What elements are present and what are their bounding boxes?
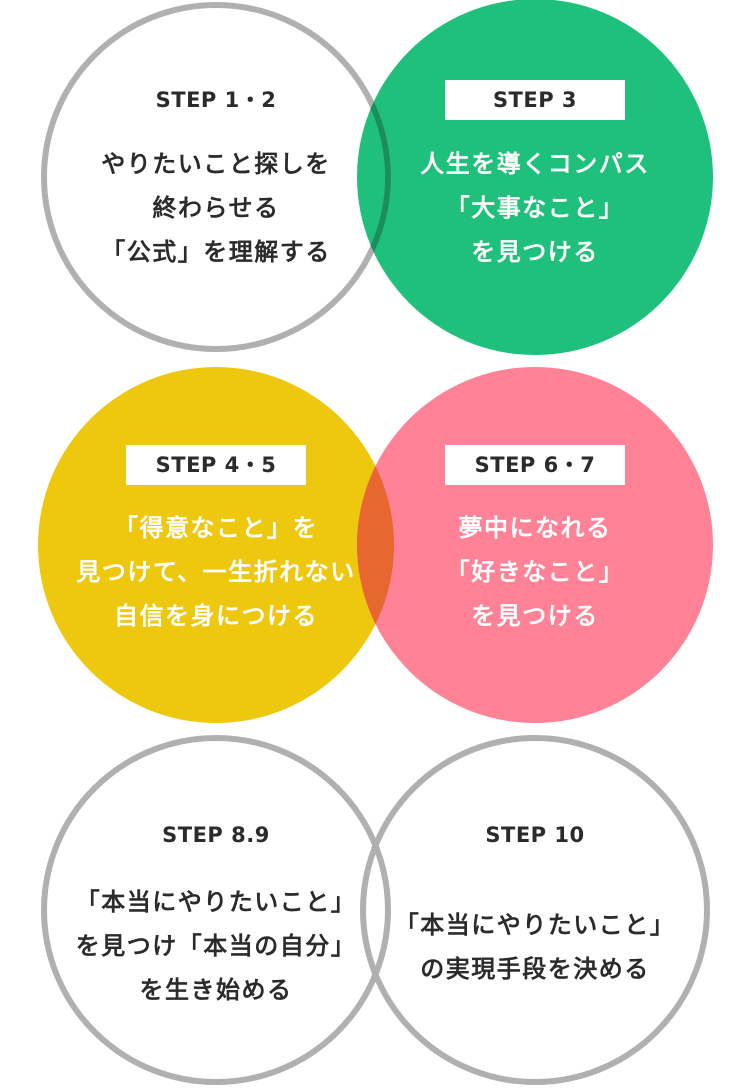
step-3-label: STEP 3 <box>445 80 625 120</box>
step-10-label: STEP 10 <box>485 823 585 847</box>
step-8-9-line-3: を生き始める <box>139 976 293 1004</box>
step-3-line-2: 「大事なこと」 <box>445 194 625 222</box>
step-1-2-description: やりたいこと探しを 終わらせる 「公式」を理解する <box>51 142 381 274</box>
step-8-9-line-2: を見つけ「本当の自分」 <box>75 932 357 960</box>
step-10-line-1: 「本当にやりたいこと」 <box>394 911 676 939</box>
step-10-line-2: の実現手段を決める <box>420 955 650 983</box>
step-8-9-ring <box>41 735 391 1085</box>
step-1-2-label: STEP 1・2 <box>155 88 277 112</box>
step-6-7-line-1: 夢中になれる <box>458 514 612 542</box>
step-8-9-line-1: 「本当にやりたいこと」 <box>75 888 357 916</box>
step-3-description: 人生を導くコンパス 「大事なこと」 を見つける <box>370 142 700 274</box>
step-4-5-description: 「得意なこと」を 見つけて、一生折れない 自信を身につける <box>51 506 381 638</box>
step-1-2-ring-overlap <box>357 2 391 352</box>
step-1-2-line-1: やりたいこと探しを <box>101 150 331 178</box>
step-4-5-line-2: 見つけて、一生折れない <box>76 558 356 586</box>
step-10-description: 「本当にやりたいこと」 の実現手段を決める <box>370 903 700 991</box>
step-8-9-label: STEP 8.9 <box>162 823 270 847</box>
step-4-5-line-1: 「得意なこと」を <box>114 514 318 542</box>
step-8-9-description: 「本当にやりたいこと」 を見つけ「本当の自分」 を生き始める <box>51 880 381 1012</box>
step-4-5-line-3: 自信を身につける <box>114 602 318 630</box>
step-10-ring <box>360 735 710 1085</box>
step-6-7-line-3: を見つける <box>471 602 599 630</box>
step-6-7-line-2: 「好きなこと」 <box>445 558 625 586</box>
step-3-line-1: 人生を導くコンパス <box>420 150 650 178</box>
step-4-5-label: STEP 4・5 <box>126 445 306 485</box>
step-6-7-label: STEP 6・7 <box>445 445 625 485</box>
step-1-2-line-3: 「公式」を理解する <box>101 238 331 266</box>
step-6-7-description: 夢中になれる 「好きなこと」 を見つける <box>370 506 700 638</box>
step-1-2-line-2: 終わらせる <box>152 194 280 222</box>
step-3-line-3: を見つける <box>471 238 599 266</box>
